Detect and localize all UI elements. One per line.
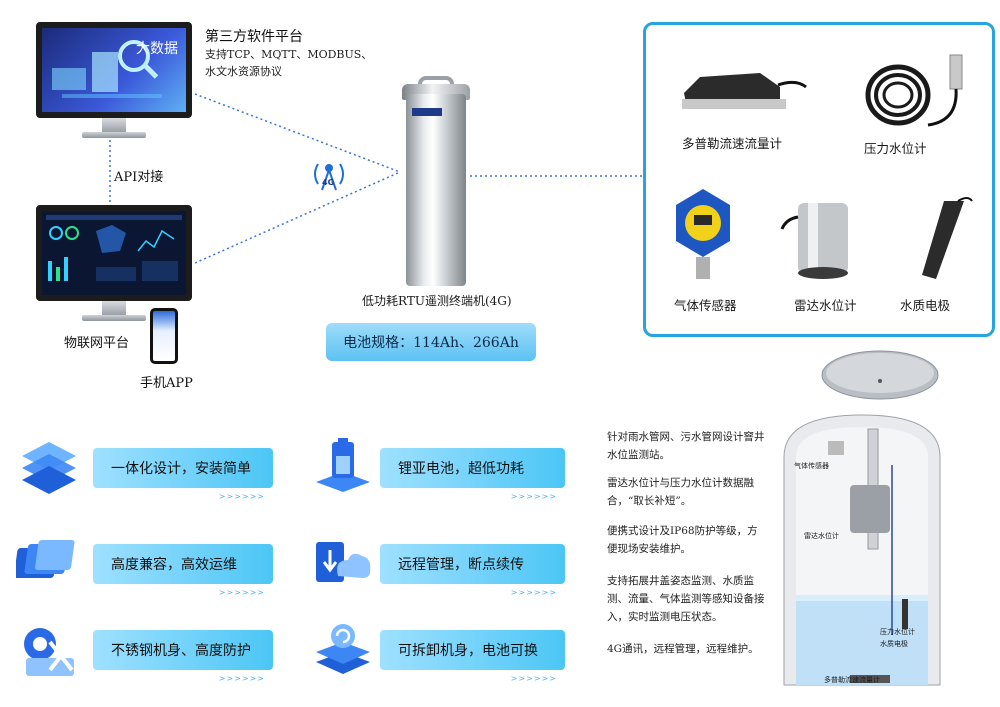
big-data-text: 大数据 xyxy=(136,41,178,57)
dashboard-illustration xyxy=(46,215,182,281)
4g-signal-icon: 4G xyxy=(308,152,350,192)
desc-4: 支持拓展井盖姿态监测、水质监测、流量、气体监测等感知设备接入，实时监测电压状态。 xyxy=(607,575,765,623)
refresh-stack-icon xyxy=(312,618,374,680)
well-label-gas: 气体传感器 xyxy=(794,462,829,470)
well-label-pressure: 压力水位计 xyxy=(880,628,915,636)
feature-label: 可拆卸机身，电池可换 xyxy=(398,643,538,659)
third-party-title: 第三方软件平台 xyxy=(205,29,303,45)
well-drawing xyxy=(783,350,941,686)
sensor-label-pressure: 压力水位计 xyxy=(864,141,927,156)
radar-level-gauge-icon xyxy=(780,203,848,279)
monitor-base xyxy=(82,315,146,321)
third-party-monitor: 大数据 xyxy=(36,22,192,140)
desc-3: 便携式设计及IP68防护等级，方便现场安装维护。 xyxy=(607,525,758,555)
mobile-phone xyxy=(150,308,178,364)
iot-platform-label: 物联网平台 xyxy=(64,336,130,351)
rtu-body xyxy=(406,94,466,286)
iot-monitor xyxy=(36,205,192,323)
4g-label: 4G xyxy=(322,178,335,187)
battery-spec-badge: 电池规格：114Ah、266Ah xyxy=(326,323,536,361)
rtu-label: 低功耗RTU遥测终端机(4G) xyxy=(362,294,512,308)
api-label: API对接 xyxy=(114,170,164,185)
feature-label: 一体化设计，安装简单 xyxy=(111,461,251,477)
link-third-party-rtu xyxy=(194,93,401,173)
sensor-panel: 多普勒流速流量计 压力水位计 气体传感器 雷达水位计 水质电极 xyxy=(643,22,995,337)
feature-label: 高度兼容，高效运维 xyxy=(111,557,237,573)
layers-icon xyxy=(18,436,80,498)
big-data-illustration xyxy=(52,40,162,98)
feature-remote-management: 远程管理，断点续传 >>>>>> xyxy=(380,544,565,597)
rtu-handle xyxy=(418,76,454,90)
sensor-label-gas: 气体传感器 xyxy=(674,298,737,313)
sensor-label-quality: 水质电极 xyxy=(900,298,951,313)
phone-screen xyxy=(153,311,175,361)
cards-icon xyxy=(13,532,78,594)
monitor-stand xyxy=(102,301,126,315)
monitor-stand xyxy=(102,118,126,132)
pressure-level-gauge-icon xyxy=(865,54,963,127)
mobile-app-label: 手机APP xyxy=(140,376,193,391)
sensor-label-doppler: 多普勒流速流量计 xyxy=(682,136,783,151)
dashboard-screen xyxy=(36,205,192,301)
sensor-label-radar: 雷达水位计 xyxy=(794,298,857,313)
third-party-protocols-2: 水文水资源协议 xyxy=(205,65,282,78)
feature-integrated-design: 一体化设计，安装简单 >>>>>> xyxy=(93,448,273,501)
feature-arrows: >>>>>> xyxy=(218,492,265,501)
monitor-base xyxy=(82,132,146,138)
gas-sensor-icon xyxy=(676,189,730,279)
feature-arrows: >>>>>> xyxy=(218,588,265,597)
monitor-screen: 大数据 xyxy=(36,22,192,118)
feature-stainless-body: 不锈钢机身、高度防护 >>>>>> xyxy=(93,630,273,683)
feature-lithium-battery: 锂亚电池，超低功耗 >>>>>> xyxy=(380,448,565,501)
feature-arrows: >>>>>> xyxy=(510,588,557,597)
feature-high-compatibility: 高度兼容，高效运维 >>>>>> xyxy=(93,544,273,597)
feature-arrows: >>>>>> xyxy=(510,674,557,683)
well-label-doppler: 多普勒流速流量计 xyxy=(824,676,880,684)
desc-5: 4G通讯，远程管理，远程维护。 xyxy=(607,643,759,655)
feature-label: 不锈钢机身、高度防护 xyxy=(111,643,251,659)
rtu-logo xyxy=(412,108,442,116)
gear-tools-icon xyxy=(16,618,78,680)
rtu-device xyxy=(402,76,470,286)
desc-2: 雷达水位计与压力水位计数据融合，“取长补短”。 xyxy=(607,477,754,507)
well-label-quality: 水质电极 xyxy=(880,640,908,648)
desc-1: 针对雨水管网、污水管网设计窨井水位监测站。 xyxy=(607,431,765,461)
feature-label: 远程管理，断点续传 xyxy=(398,557,524,573)
manhole-well-illustration: 气体传感器 雷达水位计 压力水位计 水质电极 多普勒流速流量计 xyxy=(780,345,945,690)
well-label-radar: 雷达水位计 xyxy=(804,532,839,540)
doppler-flowmeter-icon xyxy=(682,73,807,109)
cloud-download-icon xyxy=(312,532,374,594)
feature-arrows: >>>>>> xyxy=(510,492,557,501)
link-iot-rtu xyxy=(194,171,401,264)
feature-label: 锂亚电池，超低功耗 xyxy=(398,461,524,477)
battery-icon xyxy=(312,434,374,496)
third-party-protocols-1: 支持TCP、MQTT、MODBUS、 xyxy=(205,48,373,61)
feature-detachable-body: 可拆卸机身，电池可换 >>>>>> xyxy=(380,630,565,683)
water-quality-electrode-icon xyxy=(922,197,973,279)
feature-arrows: >>>>>> xyxy=(218,674,265,683)
